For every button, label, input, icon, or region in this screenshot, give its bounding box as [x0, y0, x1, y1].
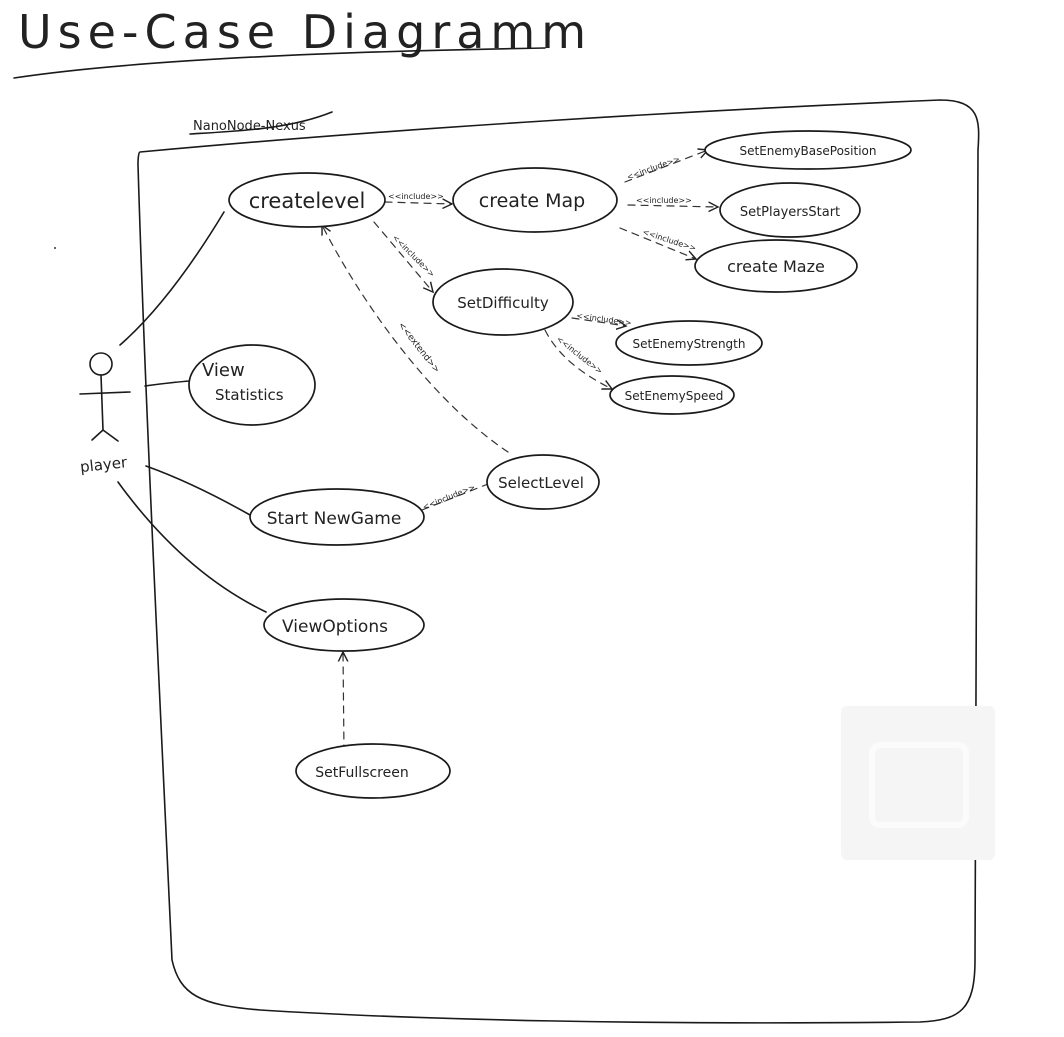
usecase-set-enemy-speed-label: SetEnemySpeed [625, 389, 724, 403]
rel-createlevel-setdifficulty [373, 221, 433, 292]
title-underline [13, 47, 546, 79]
usecase-set-enemy-strength: SetEnemyStrength [615, 320, 763, 366]
rel-createmap-createmaze [619, 227, 696, 259]
usecase-create-level: createlevel [228, 172, 386, 228]
rel-fullscreen-viewoptions [343, 652, 344, 753]
usecase-create-maze: create Maze [694, 239, 858, 293]
label-include-6: <<include>> [576, 311, 633, 328]
actor-head [89, 352, 113, 376]
actor-label: player [79, 453, 129, 476]
rel-setdifficulty-enemyspeed [544, 329, 612, 389]
rel-startnewgame-selectlevel [421, 483, 489, 511]
usecase-set-enemy-strength-label: SetEnemyStrength [633, 337, 746, 351]
usecase-set-difficulty-label: SetDifficulty [457, 294, 549, 312]
label-extend: <<extend>> [396, 321, 442, 376]
assoc-create-level [119, 211, 225, 346]
label-include-3: <<include>> [636, 196, 692, 205]
usecase-select-level: SelectLevel [486, 454, 600, 510]
usecase-create-maze-label: create Maze [727, 257, 825, 276]
usecase-create-map-label: create Map [479, 190, 585, 212]
label-include-8: <<include>> [421, 483, 476, 512]
assoc-start-new-game [145, 465, 251, 516]
usecase-set-players-start: SetPlayersStart [719, 182, 861, 238]
system-name: NanoNode-Nexus [193, 119, 306, 134]
usecase-set-difficulty: SetDifficulty [432, 268, 574, 336]
usecase-view-options: ViewOptions [263, 598, 425, 652]
usecase-start-new-game: Start NewGame [249, 488, 425, 546]
usecase-create-level-label: createlevel [249, 189, 366, 213]
usecase-view-options-label: ViewOptions [282, 617, 388, 637]
rel-setdifficulty-enemystrength [571, 317, 626, 326]
usecase-set-players-start-label: SetPlayersStart [740, 205, 840, 220]
assoc-view-statistics [144, 380, 191, 387]
usecase-set-fullscreen: SetFullscreen [295, 743, 451, 799]
diagram-title: Use-Case Diagramm [18, 5, 592, 59]
rel-selectlevel-extends-createlevel [322, 225, 509, 453]
label-include-5: <<include>> [391, 233, 437, 279]
usecase-view-statistics: View Statistics [188, 344, 316, 426]
actor-arms [79, 391, 131, 395]
actor-body [100, 374, 104, 431]
usecase-create-map: create Map [452, 167, 618, 233]
usecase-view-statistics-label-2: Statistics [215, 386, 284, 404]
usecase-select-level-label: SelectLevel [498, 474, 584, 492]
usecase-set-enemy-base-position-label: SetEnemyBasePosition [739, 144, 876, 158]
label-include-2: <<include>> [626, 154, 682, 182]
system-name-underline [189, 111, 333, 135]
usecase-set-fullscreen-label: SetFullscreen [315, 765, 408, 781]
usecase-set-enemy-base-position: SetEnemyBasePosition [704, 130, 912, 170]
label-include-1: <<include>> [388, 192, 444, 201]
rel-createmap-playersstart [627, 205, 718, 207]
stray-dot [54, 247, 56, 249]
usecase-view-statistics-label-1: View [202, 360, 245, 381]
rel-createlevel-createmap [384, 202, 452, 204]
system-boundary [137, 99, 980, 1024]
assoc-view-options [117, 481, 267, 613]
usecase-start-new-game-label: Start NewGame [267, 509, 402, 529]
rel-createmap-enemybase [624, 150, 708, 183]
actor-legs [91, 429, 119, 442]
actor-player: player [79, 352, 131, 476]
usecase-set-enemy-speed: SetEnemySpeed [609, 375, 735, 415]
tablet-icon [841, 706, 995, 860]
